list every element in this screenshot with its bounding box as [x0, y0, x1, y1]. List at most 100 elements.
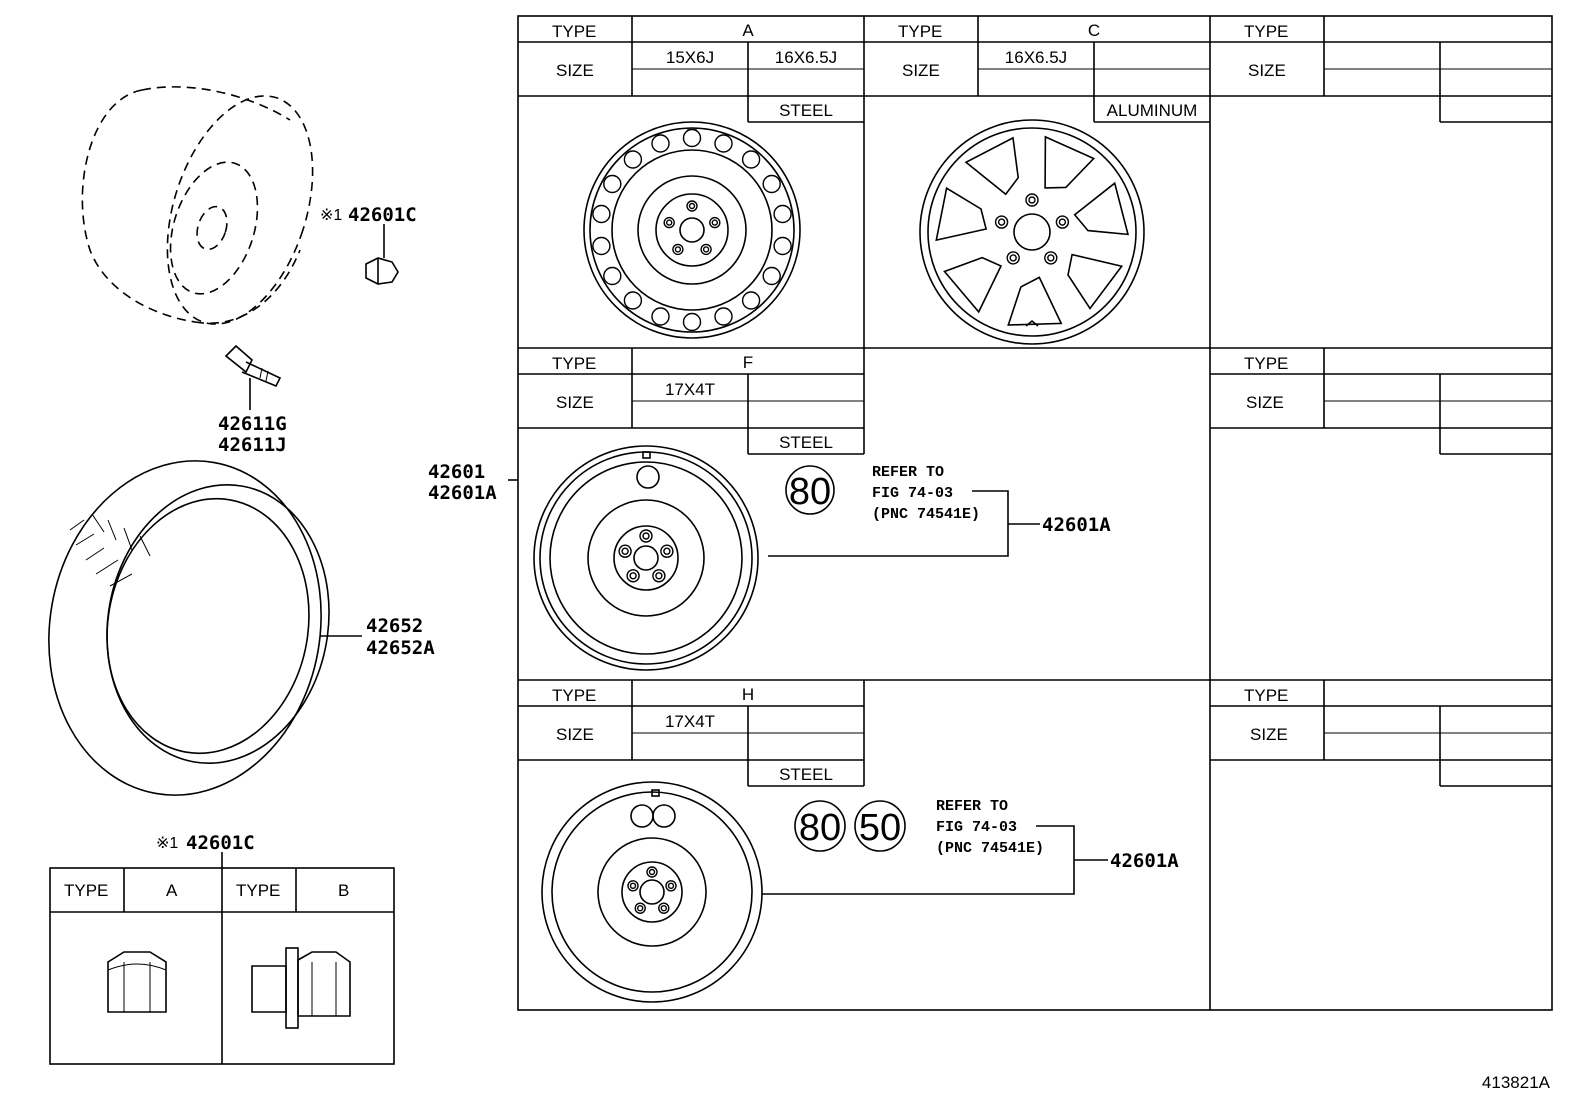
aluminum-wheel-c-illustration [919, 119, 1145, 345]
type-label-empty-3: TYPE [1244, 686, 1288, 705]
type-value-c: C [1088, 21, 1100, 40]
nut-type-label-a: TYPE [64, 881, 108, 900]
type-label-f: TYPE [552, 354, 596, 373]
size-label-a: SIZE [556, 61, 594, 80]
lug-hole [688, 202, 696, 210]
spare-wheel-f-illustration [533, 445, 759, 671]
lug-hole [648, 868, 656, 876]
nut-note-mark: ※1 [320, 207, 342, 224]
type-label-empty-2: TYPE [1244, 354, 1288, 373]
vent-hole [623, 291, 643, 310]
vent-hole [741, 150, 761, 169]
vent-hole [741, 291, 761, 310]
lug-hole [655, 572, 663, 580]
material-f: STEEL [779, 433, 833, 452]
wheel-f-reference: 80 REFER TO FIG 74-03 (PNC 74541E) [768, 464, 1040, 557]
lug-hole [674, 246, 682, 253]
figure-id: 413821A [1482, 1073, 1551, 1092]
type-label-a: TYPE [552, 22, 596, 41]
vent-hole [603, 266, 622, 286]
size-f-1: 17X4T [665, 380, 715, 399]
vent-hole [682, 128, 702, 148]
lug-hole [702, 246, 710, 253]
spoke-window [1073, 181, 1130, 236]
vent-hole [773, 236, 792, 256]
nut-table-note-mark: ※1 [156, 835, 178, 852]
spoke-window [1067, 253, 1124, 310]
vent-hole [762, 174, 781, 194]
lug-hole [997, 218, 1006, 226]
nut-table-part-number: 42601C [186, 832, 255, 854]
spoke-window [943, 256, 1003, 314]
size-label-f: SIZE [556, 393, 594, 412]
lug-hole [663, 547, 671, 555]
wheel-h-reference: 80 50 REFER TO FIG 74-03 (PNC 74541E) [762, 798, 1108, 895]
lug-nut-illustration [365, 224, 399, 285]
vent-hole [603, 174, 622, 194]
steel-wheel-a-illustration [583, 121, 801, 339]
vent-hole [714, 307, 733, 326]
lug-hole [667, 882, 675, 889]
size-label-empty-2: SIZE [1246, 393, 1284, 412]
wheel-grid [517, 15, 1553, 1011]
size-label-empty-1: SIZE [1248, 61, 1286, 80]
spare-f-part-number: 42601A [1042, 514, 1111, 536]
speed-limit-h-1: 80 [799, 807, 841, 849]
wheel-assembly-illustration [81, 86, 314, 325]
nut-type-table [49, 852, 395, 1065]
spoke-window [964, 136, 1020, 196]
vent-hole [773, 204, 792, 224]
valve-stem-illustration [224, 344, 282, 410]
refer-fig-h: FIG 74-03 [936, 819, 1017, 836]
spare-wheel-h-illustration [541, 781, 763, 1003]
material-a: STEEL [779, 101, 833, 120]
spoke-window [1007, 276, 1063, 326]
type-label-h: TYPE [552, 686, 596, 705]
size-label-c: SIZE [902, 61, 940, 80]
lug-hole [660, 905, 667, 912]
size-label-empty-3: SIZE [1250, 725, 1288, 744]
tire-illustration [48, 460, 362, 796]
vent-hole [714, 134, 733, 153]
vent-hole [651, 134, 670, 153]
tire-part-number-1: 42652 [366, 615, 423, 637]
nut-type-label-b: TYPE [236, 881, 280, 900]
size-c-1: 16X6.5J [1005, 48, 1067, 67]
size-a-1: 15X6J [666, 48, 714, 67]
lug-hole [1047, 254, 1055, 262]
type-label-empty-1: TYPE [1244, 22, 1288, 41]
vent-hole [651, 307, 670, 326]
refer-pnc-h: (PNC 74541E) [936, 840, 1044, 857]
spoke-window [1044, 135, 1096, 189]
lug-hole [629, 572, 637, 580]
refer-pnc-f: (PNC 74541E) [872, 506, 980, 523]
lug-hole [642, 532, 650, 540]
type-value-a: A [742, 21, 754, 40]
spoke-window [935, 186, 988, 242]
lug-hole [711, 219, 718, 226]
refer-to-h: REFER TO [936, 798, 1008, 815]
tire-part-number-2: 42652A [366, 637, 435, 659]
wheel-part-number-2: 42601A [428, 482, 497, 504]
material-h: STEEL [779, 765, 833, 784]
nut-type-a: A [166, 881, 178, 900]
lug-hole [621, 547, 629, 555]
lug-hole [666, 219, 673, 226]
type-label-c: TYPE [898, 22, 942, 41]
size-label-h: SIZE [556, 725, 594, 744]
vent-hole [592, 236, 611, 256]
nut-part-number: 42601C [348, 204, 417, 226]
speed-limit-f: 80 [789, 471, 831, 513]
valve-part-number-1: 42611G [218, 413, 287, 435]
material-c: ALUMINUM [1107, 101, 1198, 120]
refer-to-f: REFER TO [872, 464, 944, 481]
vent-hole [623, 150, 643, 169]
lug-hole [1058, 218, 1067, 226]
vent-hole [682, 312, 702, 332]
lug-hole [1028, 196, 1036, 204]
speed-limit-h-2: 50 [859, 807, 901, 849]
vent-hole [762, 266, 781, 286]
type-value-f: F [743, 353, 753, 372]
lug-hole [637, 905, 644, 912]
